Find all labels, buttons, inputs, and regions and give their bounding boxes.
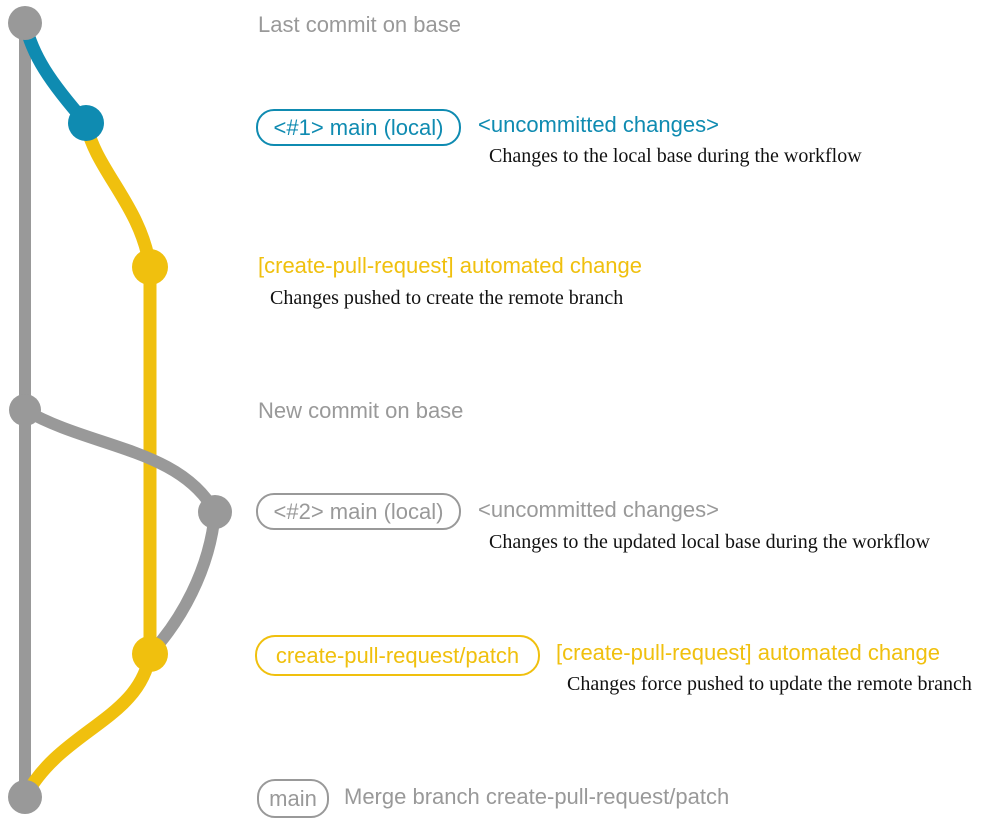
node-commit-automated-2 [132,636,168,672]
new-commit-label: New commit on base [258,398,464,423]
branch2-note: Changes to the updated local base during… [489,531,930,553]
branch1-status-label: <uncommitted changes> [478,112,719,137]
node-commit-local-1 [68,105,104,141]
edge-base-to-local2-curve [19,404,221,518]
node-commit-new-base [9,394,41,426]
patch-branch-badge: create-pull-request/patch [255,635,540,676]
patch-title: [create-pull-request] automated change [556,640,941,665]
node-commit-automated-1 [132,249,168,285]
node-commit-local-2 [198,495,232,529]
patch-note: Changes force pushed to update the remot… [567,673,972,695]
last-commit-label: Last commit on base [258,12,461,37]
edge-patch-merge-curve [18,647,157,804]
branch1-note: Changes to the local base during the wor… [489,145,862,167]
edge-yellow-branch-out-curve [79,116,157,274]
automated1-note: Changes pushed to create the remote bran… [270,287,624,309]
node-commit-merge [8,780,42,814]
merge-badge: main [257,779,329,818]
edge-local2-to-patch-curve [144,506,221,660]
merge-message-label: Merge branch create-pull-request/patch [344,784,730,809]
branch1-badge: <#1> main (local) [256,109,461,146]
commit-graph [8,6,232,814]
branch2-status-label: <uncommitted changes> [478,497,719,522]
branch2-badge: <#2> main (local) [256,493,461,530]
node-commit-last-base [8,6,42,40]
automated1-title: [create-pull-request] automated change [258,253,643,278]
